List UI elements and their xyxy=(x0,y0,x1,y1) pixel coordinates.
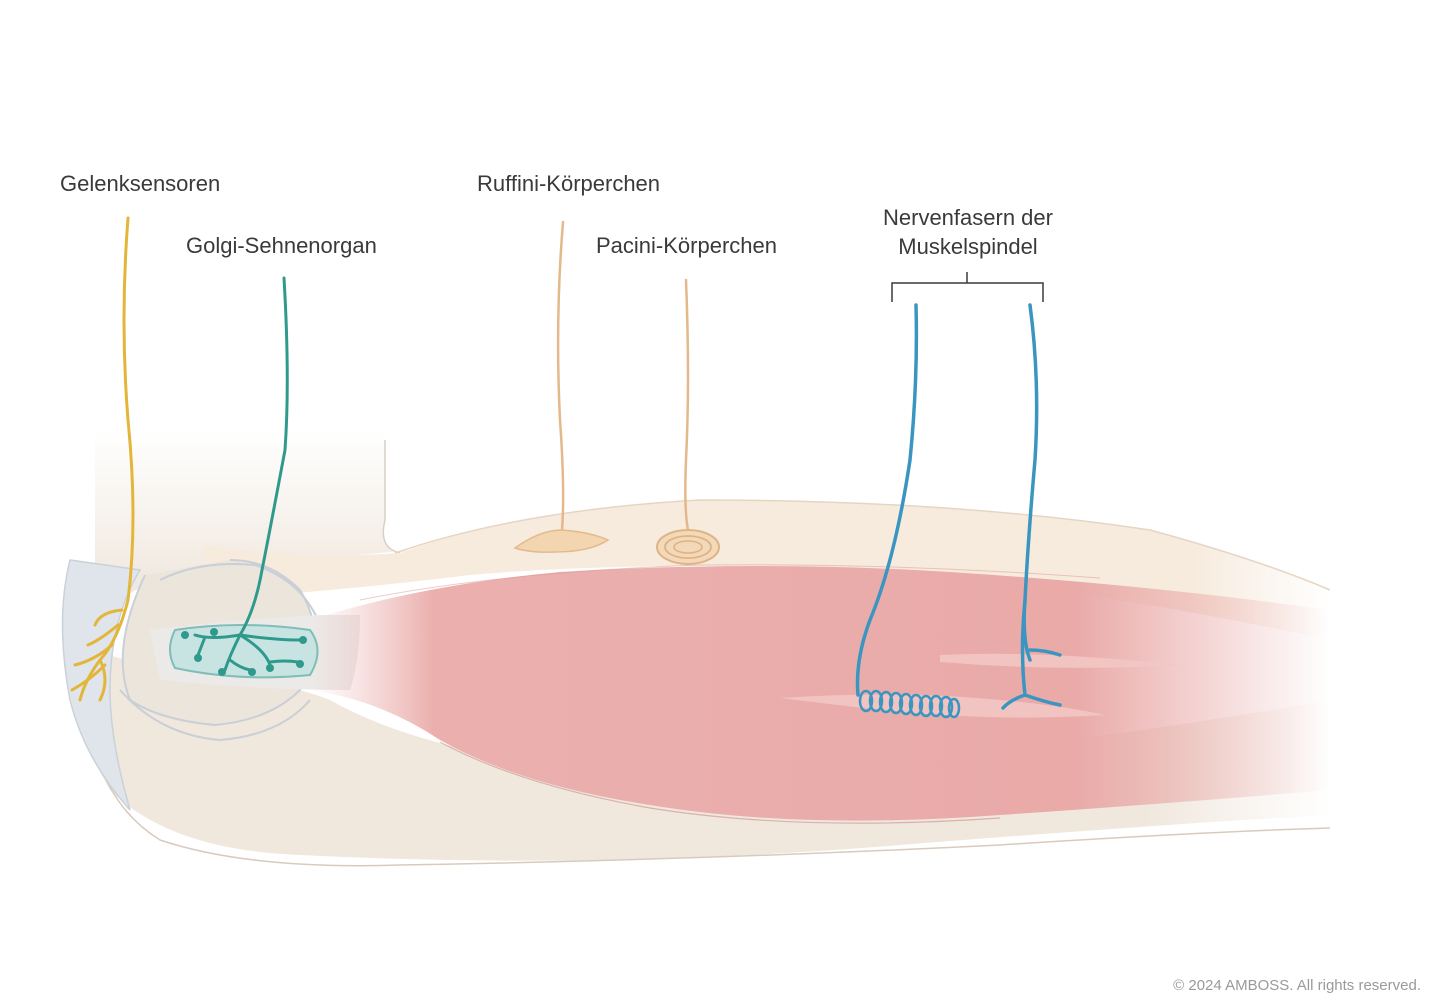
label-gelenksensoren: Gelenksensoren xyxy=(60,171,221,196)
muscle-belly xyxy=(310,566,1330,821)
label-ruffini-koerperchen: Ruffini-Körperchen xyxy=(477,171,661,196)
skin-layer xyxy=(205,500,1330,640)
annulospiral-ending xyxy=(858,689,961,719)
label-spindel-line2: Muskelspindel xyxy=(898,233,1038,259)
intrafusal-fiber-2 xyxy=(940,653,1180,668)
golgi-tendon-organ xyxy=(169,276,319,679)
copyright-notice: © 2024 AMBOSS. All rights reserved. xyxy=(1173,977,1421,994)
ruffini-corpuscle xyxy=(513,220,610,553)
label-golgi-sehnenorgan: Golgi-Sehnenorgan xyxy=(186,233,377,258)
label-nervenfasern-muskelspindel: Nervenfasern der Muskelspindel xyxy=(858,204,1078,261)
upper-arm-bone xyxy=(95,430,430,600)
label-pacini-koerperchen: Pacini-Körperchen xyxy=(596,233,777,258)
spindle-bracket xyxy=(891,272,1044,302)
label-spindel-line1: Nervenfasern der xyxy=(883,205,1053,230)
spindle-nerve-1 xyxy=(855,303,919,697)
joint-sensor-nerve xyxy=(70,216,135,702)
pacini-corpuscle xyxy=(656,278,720,565)
spindle-nerve-2 xyxy=(1001,303,1062,710)
